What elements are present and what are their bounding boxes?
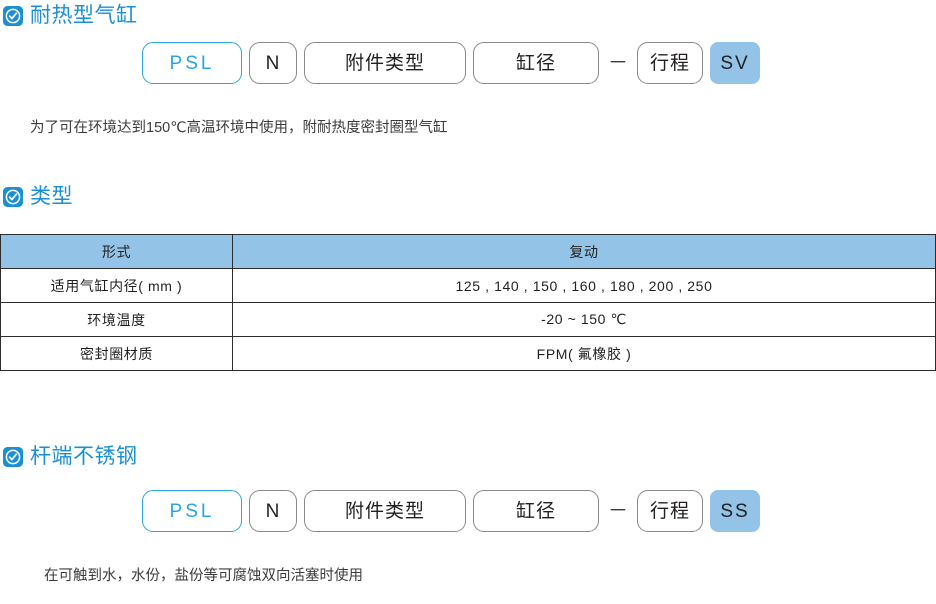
row-value-seal-material: FPM( 氟橡胶 ) [232, 336, 936, 371]
code-separator-dash: － [608, 500, 628, 522]
table-header-form: 形式 [0, 234, 233, 269]
code-box-stroke[interactable]: 行程 [637, 490, 703, 532]
section-title: 类型 [30, 185, 73, 208]
check-circle-icon [3, 187, 23, 207]
spec-table-wrapper: 形式 复动 适用气缸内径( mm ) 125 , 140 , 150 , 160… [0, 234, 936, 371]
code-box-psl[interactable]: PSL [142, 490, 242, 532]
section-heading-heat-resistant: 耐热型气缸 [3, 4, 138, 28]
code-badge-sv[interactable]: SV [710, 42, 760, 84]
note-heat-resistant: 为了可在环境达到150℃高温环境中使用，附耐热度密封圈型气缸 [30, 120, 448, 136]
row-value-bore-size: 125 , 140 , 150 , 160 , 180 , 200 , 250 [232, 268, 936, 303]
row-label-ambient-temperature: 环境温度 [0, 302, 233, 337]
code-box-accessory-type[interactable]: 附件类型 [304, 490, 466, 532]
check-circle-icon [3, 6, 23, 26]
code-box-accessory-type[interactable]: 附件类型 [304, 42, 466, 84]
section-heading-stainless-rod-end: 杆端不锈钢 [3, 445, 138, 469]
table-header-row: 形式 复动 [0, 234, 936, 269]
section-heading-type: 类型 [3, 185, 73, 209]
table-row: 密封圈材质 FPM( 氟橡胶 ) [0, 336, 936, 371]
code-box-n[interactable]: N [249, 490, 297, 532]
code-box-bore[interactable]: 缸径 [473, 490, 599, 532]
row-label-bore-size: 适用气缸内径( mm ) [0, 268, 233, 303]
table-header-double-acting: 复动 [232, 234, 936, 269]
check-circle-icon [3, 447, 23, 467]
section-title: 杆端不锈钢 [30, 445, 138, 468]
spec-table: 形式 复动 适用气缸内径( mm ) 125 , 140 , 150 , 160… [0, 234, 936, 371]
row-value-ambient-temperature: -20 ~ 150 ℃ [232, 302, 936, 337]
model-code-row-heat-resistant: PSL N 附件类型 缸径 － 行程 SV [142, 42, 760, 84]
note-stainless-rod-end: 在可触到水，水份，盐份等可腐蚀双向活塞时使用 [44, 568, 363, 584]
code-box-n[interactable]: N [249, 42, 297, 84]
model-code-row-stainless-rod-end: PSL N 附件类型 缸径 － 行程 SS [142, 490, 760, 532]
row-label-seal-material: 密封圈材质 [0, 336, 233, 371]
code-box-psl[interactable]: PSL [142, 42, 242, 84]
code-box-stroke[interactable]: 行程 [637, 42, 703, 84]
code-separator-dash: － [608, 52, 628, 74]
table-row: 适用气缸内径( mm ) 125 , 140 , 150 , 160 , 180… [0, 268, 936, 303]
code-badge-ss[interactable]: SS [710, 490, 760, 532]
table-row: 环境温度 -20 ~ 150 ℃ [0, 302, 936, 337]
section-title: 耐热型气缸 [30, 4, 138, 27]
code-box-bore[interactable]: 缸径 [473, 42, 599, 84]
